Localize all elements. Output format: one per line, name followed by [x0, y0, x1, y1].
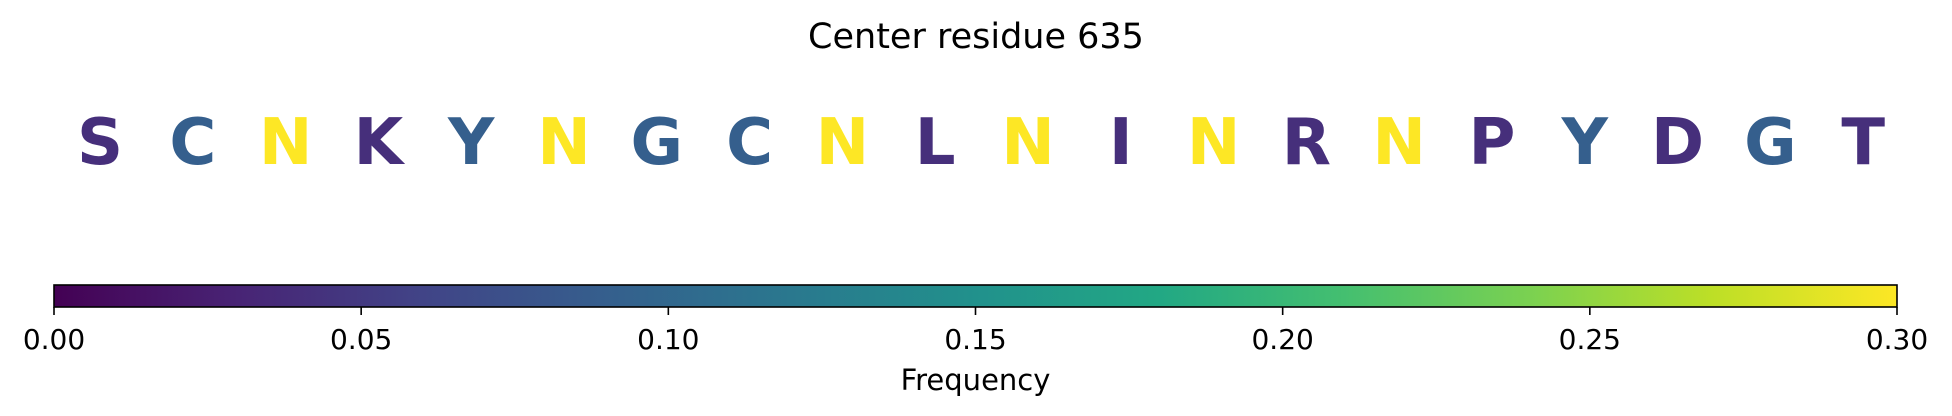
residue-letter: K — [354, 106, 406, 180]
colorbar-ticks: 0.00 0.05 0.10 0.15 0.20 0.25 0.30 — [23, 307, 1928, 356]
colorbar-tick-label: 0.20 — [1251, 323, 1313, 356]
colorbar-tick-label: 0.10 — [637, 323, 699, 356]
colorbar: 0.00 0.05 0.10 0.15 0.20 0.25 0.30 Frequency — [23, 284, 1928, 397]
residue-letter: S — [77, 106, 123, 180]
residue-letter: N — [537, 106, 591, 180]
residue-letter: G — [631, 106, 684, 180]
residue-letter: L — [915, 106, 956, 180]
colorbar-tick-label: 0.25 — [1559, 323, 1621, 356]
colorbar-tick-label: 0.15 — [944, 323, 1006, 356]
residue-letter: N — [259, 106, 313, 180]
residue-letter: N — [816, 106, 870, 180]
residue-letter: T — [1841, 106, 1885, 180]
colorbar-label: Frequency — [901, 363, 1051, 397]
colorbar-tick-label: 0.00 — [23, 323, 85, 356]
residue-letter: Y — [1561, 106, 1609, 180]
residue-letter: Y — [447, 106, 495, 180]
colorbar-gradient — [53, 284, 1898, 308]
residue-letter: G — [1744, 106, 1797, 180]
residue-letter: P — [1469, 106, 1516, 180]
residue-letter: R — [1282, 106, 1331, 180]
colorbar-tick-label: 0.30 — [1866, 323, 1928, 356]
residue-letter: C — [169, 106, 216, 180]
residue-letter: C — [726, 106, 773, 180]
chart-title: Center residue 635 — [808, 17, 1144, 57]
residue-letter: N — [1372, 106, 1426, 180]
residue-letter: I — [1109, 106, 1133, 180]
residue-letter: D — [1651, 106, 1704, 180]
colorbar-tick-label: 0.05 — [330, 323, 392, 356]
residue-letter: N — [1187, 106, 1241, 180]
residue-letter: N — [1001, 106, 1055, 180]
